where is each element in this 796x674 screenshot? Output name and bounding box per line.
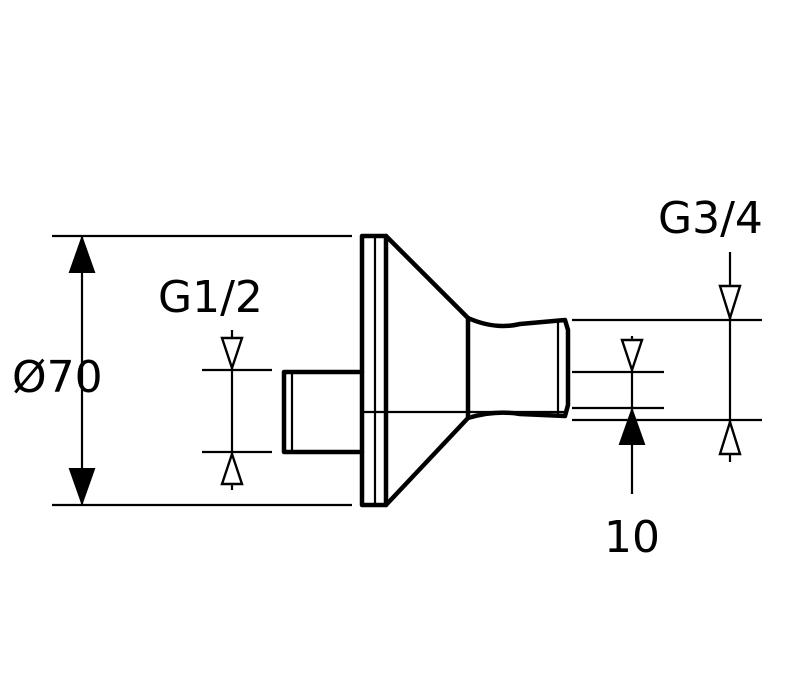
diameter-dimension: Ø70 <box>12 234 352 507</box>
fitting-body <box>281 233 571 508</box>
outlet-thread-label: G3/4 <box>658 193 763 244</box>
diameter-label: Ø70 <box>12 352 103 403</box>
outlet-nozzle-outline <box>465 315 571 421</box>
outlet-thread-dimension: G3/4 <box>572 193 763 462</box>
inlet-thread-label: G1/2 <box>158 272 263 323</box>
arrow-down-icon <box>68 468 96 507</box>
arrow-down-icon <box>620 338 644 374</box>
cone-outline <box>383 233 471 508</box>
arrow-up-icon <box>220 450 244 486</box>
offset-label: 10 <box>604 512 660 563</box>
arrow-down-icon <box>220 336 244 372</box>
arrow-down-icon <box>718 284 742 323</box>
offset-dimension: 10 <box>572 336 664 563</box>
arrow-up-icon <box>718 417 742 456</box>
inlet-thread-dimension: G1/2 <box>158 272 272 490</box>
arrow-up-icon <box>618 406 646 445</box>
inlet-stub-outline <box>281 369 365 455</box>
arrow-up-icon <box>68 234 96 273</box>
